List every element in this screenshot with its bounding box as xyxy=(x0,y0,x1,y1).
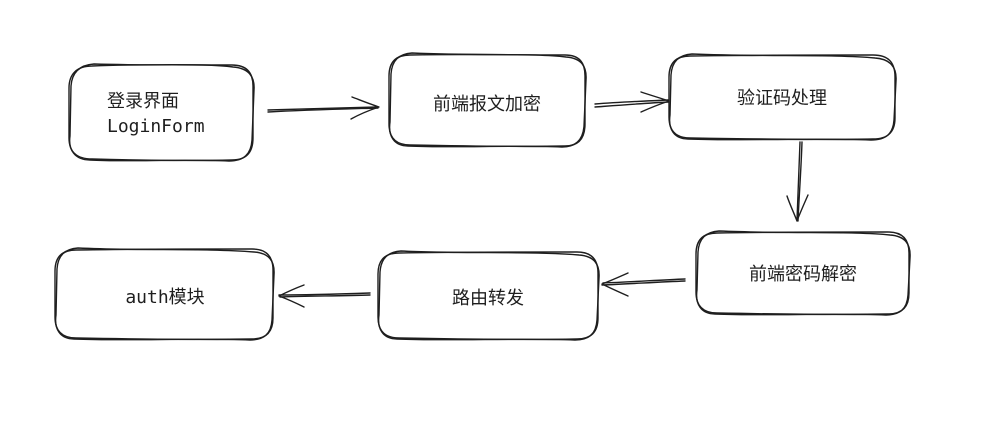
edge-login-encrypt xyxy=(267,96,380,120)
node-encrypt: 前端报文加密 xyxy=(388,52,587,148)
node-login: 登录界面 LoginForm xyxy=(68,63,255,162)
node-decrypt: 前端密码解密 xyxy=(695,230,911,316)
node-login-sublabel: LoginForm xyxy=(107,116,205,137)
edge-captcha-decrypt xyxy=(786,141,809,222)
node-captcha-label: 验证码处理 xyxy=(737,88,827,109)
edge-encrypt-captcha xyxy=(594,91,670,113)
node-routing-label: 路由转发 xyxy=(452,288,524,309)
node-encrypt-label: 前端报文加密 xyxy=(433,94,541,115)
node-auth-label: auth模块 xyxy=(125,287,204,308)
node-login-label: 登录界面 xyxy=(107,91,179,112)
edge-decrypt-routing xyxy=(601,272,686,297)
node-decrypt-label: 前端密码解密 xyxy=(749,264,857,285)
node-captcha: 验证码处理 xyxy=(668,53,897,141)
node-auth: auth模块 xyxy=(54,247,275,341)
node-routing: 路由转发 xyxy=(377,250,600,341)
edge-routing-auth xyxy=(278,284,371,308)
